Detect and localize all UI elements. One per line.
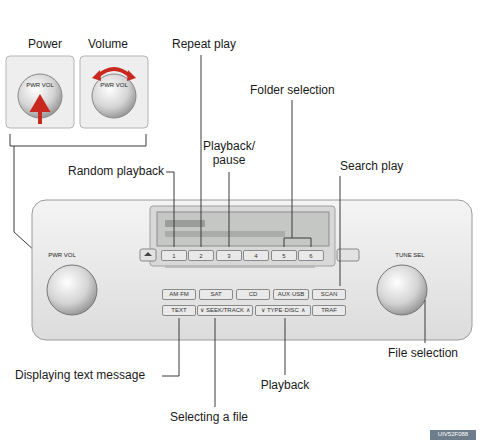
button-label: 3	[227, 253, 230, 259]
callout-label: Search play	[340, 160, 403, 174]
button-label: 5	[282, 253, 285, 259]
panel-button: 6	[298, 250, 324, 261]
callout-label: Selecting a file	[170, 411, 248, 425]
callout-label: Displaying text message	[15, 369, 145, 383]
button-label: ∨ SEEK/TRACK ∧	[200, 307, 249, 313]
panel-marking: PWR VOL	[26, 82, 54, 89]
panel-button: SAT	[199, 289, 233, 300]
panel-button: AM·FM	[162, 289, 196, 300]
callout-label: File selection	[388, 347, 458, 361]
button-label: 2	[199, 253, 202, 259]
panel-button: TEXT	[162, 305, 196, 316]
panel-button: TRAF	[312, 305, 346, 316]
panel-button: SCAN	[312, 289, 346, 300]
callout-label: Random playback	[68, 165, 164, 179]
callout-label: Playback	[261, 379, 310, 393]
callout-label: Volume	[88, 38, 128, 52]
button-label: TRAF	[321, 307, 337, 313]
callout-label: Repeat play	[172, 38, 236, 52]
button-label: CD	[249, 291, 258, 297]
button-label: 6	[309, 253, 312, 259]
callout-label: Playback/ pause	[196, 140, 262, 168]
panel-button: ∨ SEEK/TRACK ∧	[197, 305, 252, 316]
panel-button: 5	[271, 250, 297, 261]
panel-marking: PWR VOL	[100, 82, 128, 89]
callout-label: Folder selection	[250, 84, 335, 98]
button-label: AUX·USB	[278, 291, 305, 297]
callout-label: Power	[28, 38, 62, 52]
button-label: 4	[254, 253, 257, 259]
button-label: SCAN	[321, 291, 338, 297]
button-label: SAT	[210, 291, 221, 297]
panel-marking: PWR VOL	[48, 252, 76, 259]
panel-button: 2	[188, 250, 214, 261]
panel-button: ∨ TYPE·DISC ∧	[255, 305, 311, 316]
button-label: AM·FM	[169, 291, 189, 297]
panel-marking: TUNE SEL	[395, 252, 424, 259]
panel-marking: UIV52F088	[438, 431, 468, 438]
panel-button: CD	[236, 289, 270, 300]
panel-button: AUX·USB	[273, 289, 309, 300]
button-label: 1	[172, 253, 175, 259]
button-label: ∨ TYPE·DISC ∧	[261, 307, 304, 313]
panel-button: 4	[243, 250, 269, 261]
panel-button: 3	[216, 250, 242, 261]
button-label: TEXT	[171, 307, 186, 313]
panel-button: 1	[161, 250, 187, 261]
